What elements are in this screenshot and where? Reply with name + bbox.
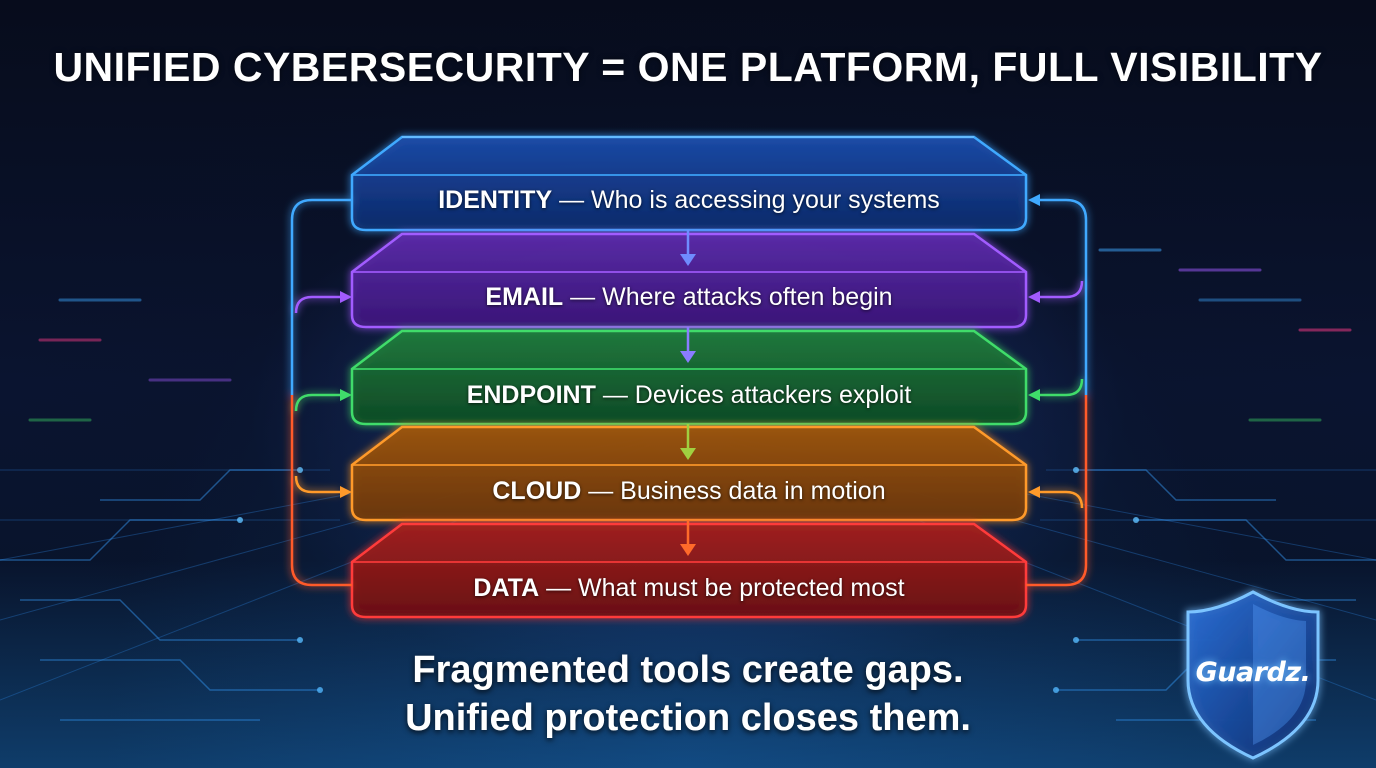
layer-name: IDENTITY xyxy=(438,186,553,214)
layer-label-cloud: CLOUD — Business data in motion xyxy=(352,477,1026,506)
layer-description: Devices attackers exploit xyxy=(634,381,912,409)
layer-label-data: DATA — What must be protected most xyxy=(352,574,1026,603)
brand-logo: Guardz. xyxy=(1195,657,1311,688)
layer-cloud xyxy=(350,425,1028,522)
shield-icon xyxy=(1186,590,1320,760)
layer-name: ENDPOINT xyxy=(466,381,596,409)
layer-name: EMAIL xyxy=(485,283,564,311)
center-arrowheads xyxy=(680,254,696,556)
layer-description: What must be protected most xyxy=(578,574,905,602)
layer-label-identity: IDENTITY — Who is accessing your systems xyxy=(352,186,1026,215)
layer-label-endpoint: ENDPOINT — Devices attackers exploit xyxy=(352,381,1026,410)
right-arrowheads xyxy=(1028,194,1040,498)
layer-description: Who is accessing your systems xyxy=(591,186,940,214)
layer-separator: — xyxy=(559,186,585,214)
layer-name: CLOUD xyxy=(492,477,582,505)
layer-data xyxy=(350,522,1028,619)
headline: UNIFIED CYBERSECURITY = ONE PLATFORM, FU… xyxy=(53,44,1323,90)
left-arrowheads xyxy=(340,291,352,498)
tagline-line-2: Unified protection closes them. xyxy=(405,697,971,739)
layer-identity xyxy=(350,135,1028,232)
left-feedback-loop xyxy=(290,198,352,587)
right-feedback-loop xyxy=(1026,198,1088,587)
layer-separator: — xyxy=(588,477,614,505)
layer-separator: — xyxy=(570,283,596,311)
layer-label-email: EMAIL — Where attacks often begin xyxy=(352,283,1026,312)
layer-endpoint xyxy=(350,329,1028,426)
layer-separator: — xyxy=(602,381,628,409)
layer-separator: — xyxy=(546,574,572,602)
layer-name: DATA xyxy=(473,574,540,602)
layer-description: Where attacks often begin xyxy=(602,283,893,311)
layer-description: Business data in motion xyxy=(620,477,886,505)
tagline-line-1: Fragmented tools create gaps. xyxy=(412,649,964,691)
layer-email xyxy=(350,232,1028,329)
